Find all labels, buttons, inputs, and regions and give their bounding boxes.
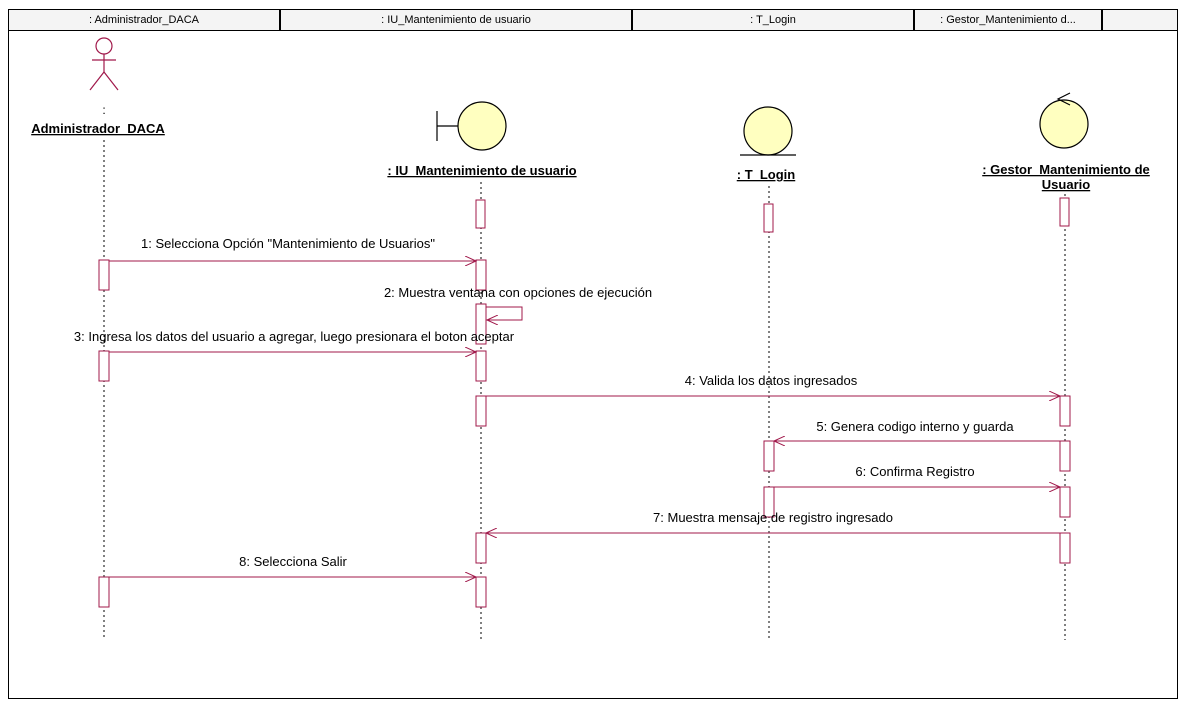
boundary-object-icon[interactable]	[436, 101, 507, 151]
activation-box[interactable]	[475, 350, 487, 382]
activation-box[interactable]	[1059, 486, 1071, 518]
message-label-5[interactable]: 5: Genera codigo interno y guarda	[816, 419, 1014, 434]
header-cell-iu[interactable]: : IU_Mantenimiento de usuario	[280, 9, 632, 31]
gestor-object-label-line1[interactable]: : Gestor_Mantenimiento de	[982, 162, 1150, 177]
actor-admin-label[interactable]: Administrador_DACA	[31, 121, 165, 136]
control-object-icon[interactable]	[1039, 92, 1089, 149]
activation-box[interactable]	[475, 199, 486, 229]
activation-box[interactable]	[1059, 197, 1070, 227]
header-cell-admin[interactable]: : Administrador_DACA	[8, 9, 280, 31]
message-label-7[interactable]: 7: Muestra mensaje de registro ingresado	[653, 510, 893, 525]
activation-box[interactable]	[1059, 395, 1071, 427]
message-label-6[interactable]: 6: Confirma Registro	[855, 464, 974, 479]
activation-box[interactable]	[763, 486, 775, 518]
iu-object-label[interactable]: : IU_Mantenimiento de usuario	[387, 163, 576, 178]
activation-box[interactable]	[1059, 532, 1071, 564]
message-label-4[interactable]: 4: Valida los datos ingresados	[685, 373, 858, 388]
message-label-2[interactable]: 2: Muestra ventana con opciones de ejecu…	[384, 285, 652, 300]
header-cell-empty	[1102, 9, 1178, 31]
message-arrow-2-self[interactable]	[486, 306, 523, 320]
activation-box[interactable]	[98, 350, 110, 382]
lifeline-header-bar: : Administrador_DACA : IU_Mantenimiento …	[8, 9, 1178, 31]
activation-box[interactable]	[763, 203, 774, 233]
diagram-frame	[8, 9, 1178, 699]
lifelines	[103, 140, 1066, 640]
activation-box[interactable]	[475, 532, 487, 564]
message-label-8[interactable]: 8: Selecciona Salir	[239, 554, 347, 569]
message-label-1[interactable]: 1: Selecciona Opción "Mantenimiento de U…	[141, 236, 435, 251]
activation-box[interactable]	[475, 576, 487, 608]
message-label-3[interactable]: 3: Ingresa los datos del usuario a agreg…	[74, 329, 515, 344]
activation-box[interactable]	[763, 440, 775, 472]
actor-colon-label: :	[102, 103, 105, 117]
activation-box[interactable]	[475, 395, 487, 427]
activation-box[interactable]	[98, 576, 110, 608]
activation-box[interactable]	[1059, 440, 1071, 472]
activation-box[interactable]	[98, 259, 110, 291]
actor-stick-figure-icon[interactable]	[89, 37, 119, 91]
activation-box[interactable]	[475, 259, 487, 291]
header-cell-gestor[interactable]: : Gestor_Mantenimiento d...	[914, 9, 1102, 31]
header-cell-login[interactable]: : T_Login	[632, 9, 914, 31]
gestor-object-label-line2[interactable]: Usuario	[1042, 177, 1090, 192]
entity-object-icon[interactable]	[740, 106, 796, 156]
login-object-label[interactable]: : T_Login	[737, 167, 796, 182]
activation-boxes	[98, 197, 1071, 608]
